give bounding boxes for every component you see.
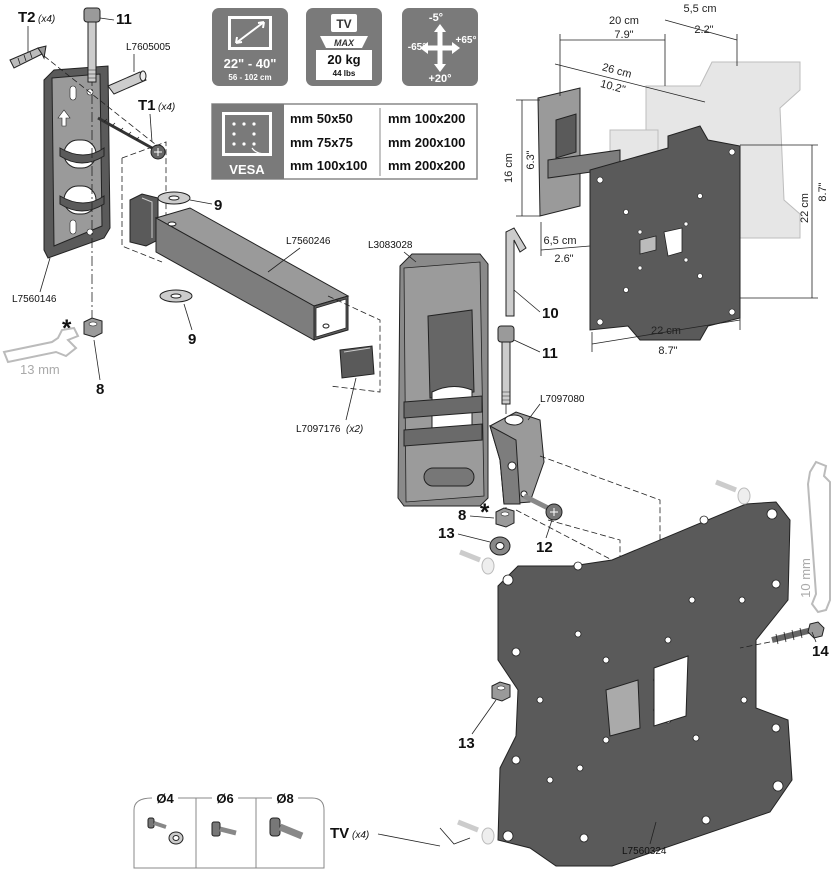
- washer-13-lower: [491, 681, 511, 702]
- up-arrow-icon: [57, 109, 71, 127]
- dimension-view: 20 cm 7.9" 5,5 cm 2.2" 26 cm 10.2" 16 cm…: [503, 3, 829, 357]
- bolt-11-top: [83, 7, 101, 83]
- wrench-10-icon: [806, 460, 831, 614]
- label-8-right: 8: [458, 507, 466, 524]
- wrench-10-label: 10 mm: [798, 558, 813, 598]
- pin-part: [107, 70, 147, 95]
- label-9-bottom: 9: [188, 331, 196, 348]
- vesa-size: mm 200x100: [388, 135, 465, 150]
- nut-8-left: [83, 317, 103, 338]
- arm-assembly: [121, 141, 381, 393]
- dimension-extension-cm: 26 cm: [601, 61, 633, 80]
- vesa-size: mm 100x200: [388, 111, 465, 126]
- dimension-offset-in: 2.6": [554, 253, 573, 265]
- dimension-width-in: 7.9": [614, 29, 633, 41]
- label-8-left: 8: [96, 381, 104, 398]
- label-tv-plate: L7560324: [622, 846, 667, 857]
- label-wall-plate: L7560146: [12, 294, 57, 305]
- four-way-arrow-icon: [420, 24, 460, 72]
- label-12: 12: [536, 539, 553, 556]
- screen-size-cm-text: 56 - 102 cm: [228, 73, 271, 82]
- label-pin: L7605005: [126, 42, 171, 53]
- wrench-13-label: 13 mm: [20, 362, 60, 377]
- dimension-plate-height-cm: 22 cm: [799, 193, 811, 223]
- weight-icon: [320, 36, 368, 48]
- max-label: MAX: [334, 38, 355, 48]
- tilt-bracket: [489, 411, 545, 505]
- tilt-down-text: +20°: [428, 73, 451, 85]
- max-weight-lbs-text: 44 lbs: [333, 69, 356, 78]
- tv-icon-label: TV: [336, 17, 351, 31]
- dimension-plate-height-in: 8.7": [817, 182, 829, 201]
- dimension-depth-in: 2.2": [694, 24, 713, 36]
- dimension-arm-height-in: 6.3": [525, 150, 537, 169]
- vesa-size: mm 50x50: [290, 111, 353, 126]
- label-tilt-bracket: L7097080: [540, 394, 585, 405]
- dimension-offset-cm: 6,5 cm: [543, 235, 576, 247]
- vesa-size: mm 75x75: [290, 135, 353, 150]
- screw-m8-icon: [269, 817, 304, 840]
- ghost-screw-right: [715, 479, 751, 505]
- tv-screw-sizes: Ø4 Ø6 Ø8: [133, 790, 325, 869]
- vesa-table: VESA mm 50x50 mm 100x200 mm 75x75 mm 200…: [211, 103, 478, 180]
- label-end-caps: L7097176: [296, 424, 341, 435]
- screw-m6-icon: [211, 821, 237, 837]
- label-11-right: 11: [542, 345, 558, 362]
- ghost-screw-lower: [457, 819, 495, 845]
- wood-screw-t1: [97, 116, 166, 160]
- label-t2: T2: [18, 9, 36, 26]
- label-t1: T1: [138, 97, 156, 114]
- wall-plate: [43, 65, 111, 259]
- asterisk-right: *: [480, 499, 490, 526]
- screw-size-label: Ø4: [156, 791, 174, 806]
- label-tv-screws-qty: (x4): [352, 830, 369, 841]
- label-13-lower: 13: [458, 735, 475, 752]
- arm-cover: [397, 253, 489, 507]
- dimension-width-cm: 20 cm: [609, 15, 639, 27]
- label-9-top: 9: [214, 197, 222, 214]
- label-arm-cover: L3083028: [368, 240, 413, 251]
- dimension-plate-width-in: 8.7": [658, 345, 677, 357]
- nut-8-right: [495, 507, 515, 528]
- dimension-arm-height-cm: 16 cm: [503, 153, 515, 183]
- bolt-14: [771, 621, 825, 645]
- label-t1-qty: (x4): [158, 102, 175, 113]
- screw-m4-icon: [147, 817, 184, 845]
- label-tv-screws: TV: [330, 825, 349, 842]
- screw-size-label: Ø8: [276, 791, 293, 806]
- wrench-13-icon: [2, 326, 80, 364]
- swivel-right-text: +65°: [456, 35, 477, 46]
- vesa-size: mm 200x200: [388, 158, 465, 173]
- bolt-11-right: [497, 325, 515, 405]
- ghost-screw-upper: [459, 549, 495, 575]
- vesa-label: VESA: [229, 162, 265, 177]
- diagonal-arrow-icon: [235, 21, 265, 44]
- vesa-size: mm 100x100: [290, 158, 367, 173]
- tilt-swivel-badge: -5° +20° -65° +65°: [402, 8, 478, 86]
- screen-size-text: 22" - 40": [224, 56, 277, 71]
- screen-size-badge: 22" - 40" 56 - 102 cm: [212, 8, 288, 86]
- tilt-up-text: -5°: [429, 12, 443, 24]
- bolt-12: [522, 493, 563, 521]
- swivel-left-text: -65°: [408, 42, 426, 53]
- label-13-upper: 13: [438, 525, 455, 542]
- dimension-depth-cm: 5,5 cm: [683, 3, 716, 15]
- label-10: 10: [542, 305, 559, 322]
- max-weight-badge: TV MAX 20 kg 44 lbs: [306, 8, 382, 86]
- label-t2-qty: (x4): [38, 14, 55, 25]
- label-11-top: 11: [116, 11, 132, 28]
- screw-size-label: Ø6: [216, 791, 233, 806]
- tv-plate: [497, 501, 793, 867]
- allen-key-10: [505, 227, 527, 317]
- washer-13-upper: [489, 536, 511, 556]
- label-end-caps-qty: (x2): [346, 424, 363, 435]
- wall-anchor-t2: [9, 45, 47, 69]
- max-weight-text: 20 kg: [327, 52, 360, 67]
- label-14: 14: [812, 643, 829, 660]
- label-arm: L7560246: [286, 236, 331, 247]
- dimension-plate-width-cm: 22 cm: [651, 325, 681, 337]
- vesa-pattern-icon: [232, 122, 267, 155]
